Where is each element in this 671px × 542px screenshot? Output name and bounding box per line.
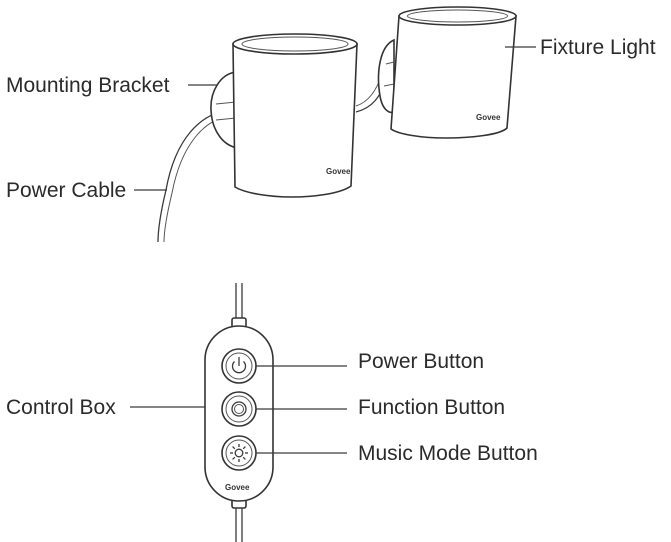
label-function-button: Function Button	[358, 396, 505, 419]
mounting-bracket-right	[377, 38, 395, 114]
function-button[interactable]	[221, 391, 257, 427]
fixture-light-right-body	[390, 15, 517, 139]
fixture-light-left-lens	[241, 36, 349, 52]
label-fixture-light: Fixture Light	[540, 36, 656, 59]
bracket-clip-right	[383, 61, 395, 87]
label-music-mode-button: Music Mode Button	[358, 442, 538, 465]
control-box: Govee	[204, 325, 274, 502]
label-power-cable: Power Cable	[6, 179, 126, 202]
fixture-light-left-rim	[232, 33, 358, 55]
label-power-button: Power Button	[358, 350, 484, 373]
mounting-bracket-left	[210, 71, 239, 149]
power-cable	[157, 109, 233, 243]
bracket-clip-left	[215, 101, 237, 121]
music-mode-button[interactable]	[221, 435, 257, 471]
label-control-box: Control Box	[6, 396, 116, 419]
fixture-light-left-body	[232, 43, 358, 198]
govee-logo-control-box: Govee	[225, 483, 250, 492]
fixture-light-right-lens	[407, 9, 508, 23]
fixture-light-right: Govee	[377, 6, 517, 139]
sun-icon	[230, 444, 248, 462]
label-mounting-bracket: Mounting Bracket	[6, 74, 170, 97]
power-cable-outline	[163, 115, 233, 243]
govee-logo-left: Govee	[326, 167, 351, 176]
fixture-light-left: Govee	[210, 33, 358, 198]
power-icon	[231, 357, 247, 374]
ring-icon	[231, 401, 247, 417]
power-button[interactable]	[221, 348, 257, 384]
govee-logo-right: Govee	[476, 113, 501, 122]
